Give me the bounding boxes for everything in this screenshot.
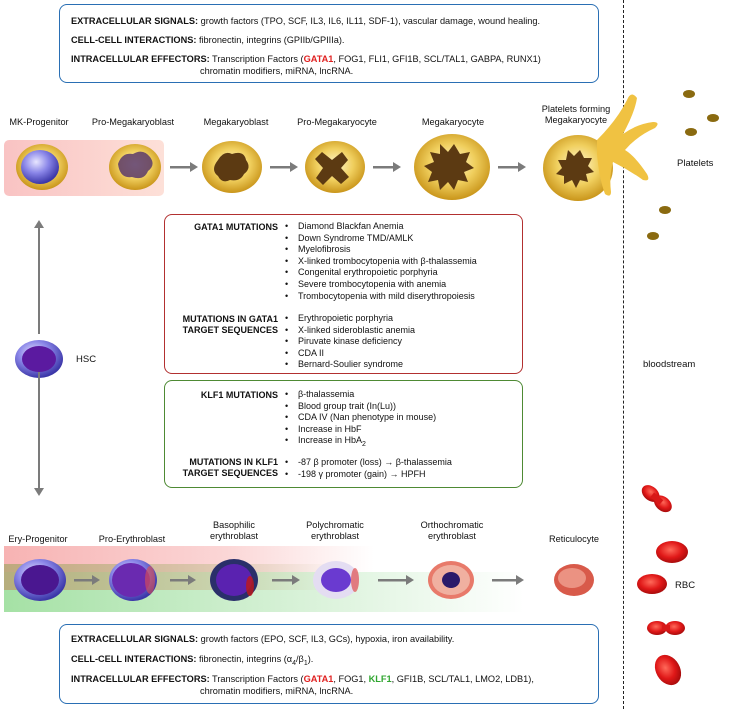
list-item: X-linked trombocytopenia with β-thalasse…: [285, 256, 477, 268]
pro-erythroblast-cell: [109, 559, 157, 601]
red-blood-cells: [637, 485, 688, 686]
rbc-2: [656, 541, 688, 563]
list-item: Increase in HbA2: [285, 435, 436, 450]
hsc-label: HSC: [76, 354, 97, 365]
list-item: CDA IV (Nan phenotype in mouse): [285, 412, 436, 424]
reticulocyte-cell: [554, 564, 594, 596]
platelets-label: Platelets: [677, 158, 714, 169]
label-platelets-forming-2: Megakaryocyte: [544, 115, 608, 125]
list-item: Diamond Blackfan Anemia: [285, 221, 477, 233]
hsc-down-arrow: [38, 372, 40, 488]
gata1-mutations-title: GATA1 MUTATIONS: [194, 222, 278, 232]
list-item: Blood group trait (In(Lu)): [285, 401, 436, 413]
label-mk-progenitor: MK-Progenitor: [9, 117, 69, 127]
hsc-down-arrowhead: [34, 488, 44, 496]
platelet-release: [597, 90, 719, 240]
label-pro-megakaryocyte: Pro-Megakaryocyte: [297, 117, 377, 127]
list-item: β-thalassemia: [285, 389, 436, 401]
basophilic-erythroblast-cell: [210, 559, 258, 601]
rbc-1: [641, 485, 672, 513]
list-item: Down Syndrome TMD/AMLK: [285, 233, 477, 245]
bloodstream-divider: [623, 0, 624, 709]
platelets-forming-megakaryocyte-cell: [543, 135, 613, 201]
rbc-label: RBC: [675, 580, 696, 591]
megakaryocyte-lineage: [16, 134, 613, 201]
list-item: Erythropoietic porphyria: [285, 313, 415, 325]
rbc-5: [654, 654, 682, 686]
klf1-mutations-title: KLF1 MUTATIONS: [200, 390, 278, 400]
label-pro-megakaryoblast: Pro-Megakaryoblast: [91, 117, 175, 127]
list-item: -198 γ promoter (gain) → HPFH: [285, 469, 452, 481]
rbc-4: [647, 621, 685, 635]
gata1-mutations-box: GATA1 MUTATIONS Diamond Blackfan Anemia …: [164, 214, 523, 374]
polychromatic-erythroblast-cell: [313, 561, 359, 599]
ery-progenitor-cell: [14, 559, 66, 601]
extracellular-signals-line: EXTRACELLULAR SIGNALS: growth factors (T…: [71, 16, 541, 26]
hsc-up-arrow: [38, 226, 40, 334]
mk-progenitor-cell: [16, 144, 68, 190]
gata1-target-list: Erythropoietic porphyria X-linked sidero…: [285, 313, 415, 371]
cell-cell-interactions-line: CELL-CELL INTERACTIONS: fibronectin, int…: [71, 35, 345, 45]
list-item: Bernard-Soulier syndrome: [285, 359, 415, 371]
gata1-mutations-list: Diamond Blackfan Anemia Down Syndrome TM…: [285, 221, 477, 302]
list-item: Trombocytopenia with mild diserythropoie…: [285, 291, 477, 303]
klf1-mutations-list: β-thalassemia Blood group trait (In(Lu))…: [285, 389, 436, 451]
list-item: X-linked sideroblastic anemia: [285, 325, 415, 337]
list-item: Increase in HbF: [285, 424, 436, 436]
list-item: CDA II: [285, 348, 415, 360]
label-ery-progenitor: Ery-Progenitor: [8, 534, 68, 544]
list-item: Myelofibrosis: [285, 244, 477, 256]
list-item: Congenital erythropoietic porphyria: [285, 267, 477, 279]
intracellular-effectors-line: INTRACELLULAR EFFECTORS: Transcription F…: [71, 54, 541, 64]
list-item: -87 β promoter (loss) → β-thalassemia: [285, 457, 452, 469]
label-megakaryocyte: Megakaryocyte: [421, 117, 485, 127]
megakaryocyte-signals-box: EXTRACELLULAR SIGNALS: growth factors (T…: [59, 4, 599, 83]
label-reticulocyte: Reticulocyte: [548, 534, 600, 544]
list-item: Piruvate kinase deficiency: [285, 336, 415, 348]
orthochromatic-erythroblast-cell: [428, 561, 474, 599]
bloodstream-label: bloodstream: [643, 359, 696, 370]
erythroid-lineage: [14, 559, 594, 601]
erythroid-signals-box: EXTRACELLULAR SIGNALS: growth factors (E…: [59, 624, 599, 704]
cell-cell-interactions-line: CELL-CELL INTERACTIONS: fibronectin, int…: [71, 654, 314, 667]
megakaryocyte-cell: [414, 134, 490, 200]
klf1-target-list: -87 β promoter (loss) → β-thalassemia -1…: [285, 457, 452, 480]
hsc-cell: [15, 340, 63, 378]
intracellular-effectors-line: INTRACELLULAR EFFECTORS: Transcription F…: [71, 674, 534, 684]
hsc-up-arrowhead: [34, 220, 44, 228]
pro-megakaryoblast-cell: [109, 144, 161, 190]
pro-megakaryocyte-cell: [305, 141, 365, 193]
intracellular-effectors-line-2: chromatin modifiers, miRNA, lncRNA.: [200, 66, 354, 76]
list-item: Severe trombocytopenia with anemia: [285, 279, 477, 291]
intracellular-effectors-line-2: chromatin modifiers, miRNA, lncRNA.: [200, 686, 354, 696]
rbc-3: [637, 574, 667, 594]
megakaryoblast-cell: [202, 141, 262, 193]
label-pro-erythroblast: Pro-Erythroblast: [98, 534, 166, 544]
extracellular-signals-line: EXTRACELLULAR SIGNALS: growth factors (E…: [71, 634, 455, 644]
label-platelets-forming: Platelets forming: [541, 104, 611, 114]
label-megakaryoblast: Megakaryoblast: [203, 117, 269, 127]
klf1-mutations-box: KLF1 MUTATIONS β-thalassemia Blood group…: [164, 380, 523, 488]
